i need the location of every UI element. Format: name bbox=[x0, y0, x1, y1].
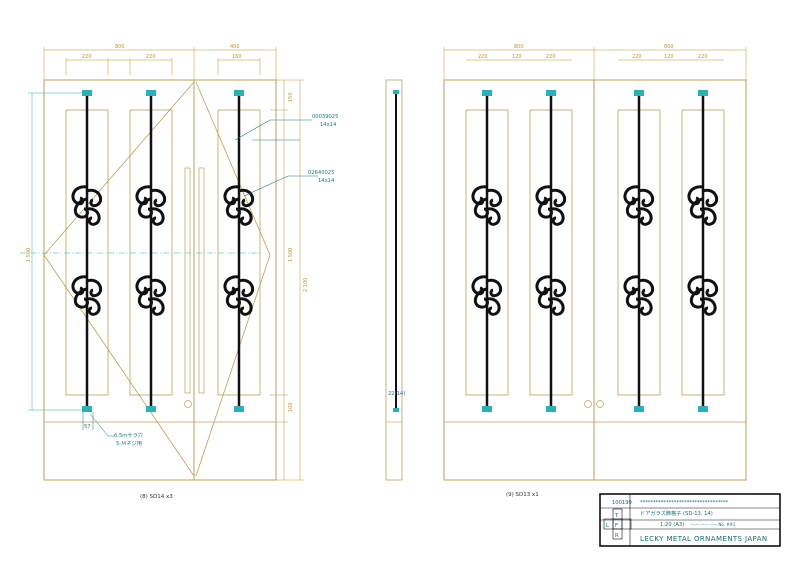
tb-title-line: ********************************** bbox=[640, 500, 729, 506]
grille-bar bbox=[135, 90, 167, 412]
hole-note-1: 6.5ｍサラ穴 bbox=[114, 431, 143, 439]
side-section-view: 22(14) bbox=[385, 79, 405, 481]
tb-view-r: R bbox=[615, 533, 619, 539]
r-dim-spacing-4: 220 bbox=[632, 54, 642, 60]
callout-size-2: 14x14 bbox=[318, 178, 335, 184]
tb-small-text: ------- ----- ----- No. ##1 bbox=[690, 522, 736, 527]
dim-spacing-c: 160 bbox=[232, 54, 242, 60]
side-dim-label: 22(14) bbox=[388, 391, 405, 397]
r-dim-total-left: 800 bbox=[514, 44, 524, 50]
dim-top-offset: 150 bbox=[288, 92, 294, 102]
dim-bottom-offset: 100 bbox=[288, 402, 294, 412]
caption-left: (8) SD14 x3 bbox=[140, 494, 173, 500]
callout-code-2: 02640025 bbox=[308, 170, 334, 176]
left-door-view: 800 400 220 220 160 1 500 150 1 500 100 … bbox=[20, 44, 338, 500]
hole-note-leader bbox=[89, 413, 114, 437]
r-dim-spacing-6: 220 bbox=[698, 54, 708, 60]
dim-height-total: 2 100 bbox=[303, 278, 309, 292]
door-swing-line bbox=[43, 81, 195, 477]
hole-note-2: 5-Ｍネジ用 bbox=[116, 440, 142, 447]
r-dim-spacing-3: 220 bbox=[546, 54, 556, 60]
grille-bar bbox=[535, 90, 567, 412]
caption-right: (9) SD13 x1 bbox=[506, 492, 539, 498]
dim-total-right: 400 bbox=[230, 44, 240, 50]
door-knob bbox=[184, 400, 192, 408]
r-dim-spacing-5: 120 bbox=[664, 54, 674, 60]
dim-spacing-a: 220 bbox=[82, 54, 92, 60]
right-door-view: 800 800 220 120 220 220 120 220 bbox=[443, 44, 747, 498]
tb-number: 100199 bbox=[612, 500, 632, 506]
callout-leader bbox=[243, 175, 318, 197]
grille-bar bbox=[687, 90, 719, 412]
r-dim-spacing-1: 220 bbox=[478, 54, 488, 60]
dim-height-inner: 1 500 bbox=[26, 248, 32, 262]
dim-spacing-b: 220 bbox=[146, 54, 156, 60]
callout-leader bbox=[234, 119, 312, 141]
dim-height-inner-right: 1 500 bbox=[288, 248, 294, 262]
tb-subtitle: ドアガラス飾格子 (SD-13, 14) bbox=[640, 509, 713, 517]
callout-code-1: 00039025 bbox=[312, 114, 338, 120]
grille-bar bbox=[223, 90, 255, 412]
dim-total-left: 800 bbox=[115, 44, 125, 50]
tb-scale: 1:20 (A3) bbox=[660, 522, 684, 528]
r-dim-total-right: 800 bbox=[664, 44, 674, 50]
r-dim-spacing-2: 120 bbox=[512, 54, 522, 60]
grille-bar bbox=[623, 90, 655, 412]
dim-small: 57 bbox=[84, 424, 91, 430]
title-block: 100199 *********************************… bbox=[599, 493, 781, 547]
tb-view-f: F bbox=[615, 523, 618, 529]
tb-view-t: T bbox=[614, 513, 619, 519]
door-swing-line bbox=[195, 81, 271, 477]
callout-size-1: 14x14 bbox=[320, 122, 337, 128]
grille-bar bbox=[471, 90, 503, 412]
tb-company: LECKY METAL ORNAMENTS JAPAN bbox=[640, 535, 768, 543]
left-door-frame bbox=[43, 79, 195, 481]
tb-view-l: L bbox=[606, 523, 609, 529]
grille-bar bbox=[71, 90, 103, 412]
right-door-frame bbox=[193, 79, 277, 481]
